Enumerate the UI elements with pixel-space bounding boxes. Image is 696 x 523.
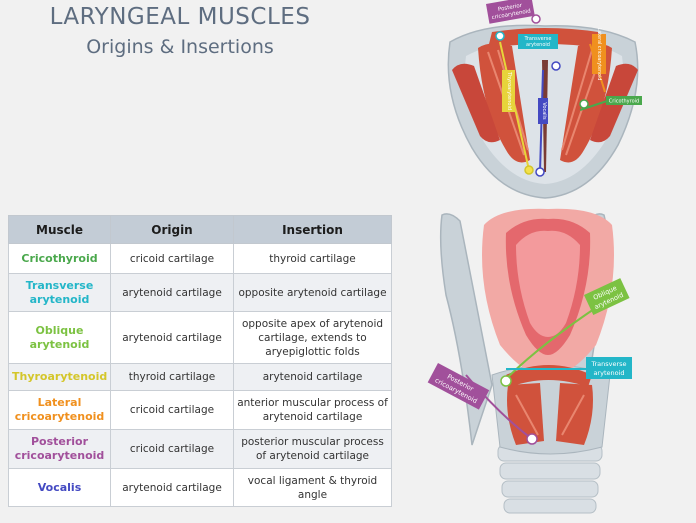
- page-subtitle: Origins & Insertions: [86, 36, 274, 58]
- column-header-origin: Origin: [110, 215, 234, 244]
- label-text: Transverse: [524, 36, 552, 42]
- label-box: [584, 278, 630, 315]
- marker-dot: [551, 61, 561, 71]
- label-text: Cricothyroid: [609, 99, 639, 105]
- label-text: Thyroarytenoid: [506, 71, 512, 110]
- column-header-muscle: Muscle: [8, 215, 111, 244]
- insertion-cell: vocal ligament & thyroid angle: [233, 468, 392, 507]
- muscle-name: Cricothyroid: [8, 243, 111, 274]
- marker-dot: [526, 433, 538, 445]
- label-text: arytenoid: [526, 42, 550, 48]
- origin-cell: cricoid cartilage: [110, 390, 234, 430]
- transverse-arytenoid-muscle: [506, 365, 592, 387]
- label-box: [518, 34, 558, 49]
- label-box: [592, 34, 606, 74]
- label-box: [502, 70, 515, 112]
- marker-dot: [531, 14, 541, 24]
- label-cricothyroid: Cricothyroid: [606, 96, 642, 105]
- tracheal-ring: [501, 480, 599, 498]
- tracheal-ring: [499, 462, 601, 480]
- origin-cell: cricoid cartilage: [110, 429, 234, 469]
- muscle-name: Posterior cricoarytenoid: [8, 429, 111, 469]
- epiglottis-inner: [516, 230, 580, 337]
- insertion-cell: posterior muscular process of arytenoid …: [233, 429, 392, 469]
- muscle-name: Transverse arytenoid: [8, 273, 111, 312]
- table-row: Oblique arytenoid arytenoid cartilage op…: [8, 311, 392, 364]
- larynx-posterior-view-diagram: Oblique arytenoid Transverse arytenoid P…: [427, 208, 632, 514]
- muscle-name: Lateral cricoarytenoid: [8, 390, 111, 430]
- label-box: [538, 98, 548, 124]
- label-vocalis: Vocalis: [538, 98, 548, 124]
- label-box: [606, 96, 642, 105]
- label-text: Transverse: [590, 360, 626, 368]
- table-row: Lateral cricoarytenoid cricoid cartilage…: [8, 390, 392, 430]
- label-box: [427, 363, 490, 410]
- muscle-fiber: [515, 394, 539, 436]
- label-transverse-arytenoid-bottom: Transverse arytenoid: [586, 357, 632, 379]
- tracheal-ring: [503, 498, 597, 514]
- table-row: Transverse arytenoid arytenoid cartilage…: [8, 273, 392, 312]
- table-row: Cricothyroid cricoid cartilage thyroid c…: [8, 243, 392, 274]
- label-box: [486, 0, 535, 24]
- insertion-cell: thyroid cartilage: [233, 243, 392, 274]
- marker-dot: [495, 31, 505, 41]
- label-thyroarytenoid: Thyroarytenoid: [502, 70, 515, 112]
- marker-dot: [535, 167, 545, 177]
- column-header-insertion: Insertion: [233, 215, 392, 244]
- larynx-superior-view-diagram: Posterior cricoarytenoid Transverse aryt…: [447, 0, 642, 199]
- label-text: Posterior: [498, 3, 524, 13]
- table-header-row: Muscle Origin Insertion: [8, 215, 392, 244]
- label-box: [586, 357, 632, 379]
- label-transverse-arytenoid: Transverse arytenoid: [518, 34, 558, 49]
- page-title: LARYNGEAL MUSCLES: [49, 4, 311, 30]
- origin-cell: arytenoid cartilage: [110, 273, 234, 312]
- label-lateral-cricoarytenoid: Lateral cricoarytenoid: [592, 28, 606, 81]
- insertion-cell: opposite arytenoid cartilage: [233, 273, 392, 312]
- muscles-table: Muscle Origin Insertion Cricothyroid cri…: [8, 215, 392, 507]
- muscle-fiber: [561, 49, 593, 151]
- oblique-leader-line: [505, 304, 601, 380]
- origin-cell: thyroid cartilage: [110, 363, 234, 391]
- table-row: Thyroarytenoid thyroid cartilage aryteno…: [8, 363, 392, 391]
- table-row: Posterior cricoarytenoid cricoid cartila…: [8, 429, 392, 469]
- insertion-cell: arytenoid cartilage: [233, 363, 392, 391]
- marker-dot: [579, 99, 589, 109]
- muscle-name: Vocalis: [8, 468, 111, 507]
- muscle-name: Thyroarytenoid: [8, 363, 111, 391]
- label-text: arytenoid: [593, 369, 624, 377]
- table-row: Vocalis arytenoid cartilage vocal ligame…: [8, 468, 392, 507]
- muscle-name: Oblique arytenoid: [8, 311, 111, 364]
- label-text: Lateral cricoarytenoid: [596, 28, 602, 81]
- insertion-cell: opposite apex of arytenoid cartilage, ex…: [233, 311, 392, 364]
- label-text: Vocalis: [541, 102, 547, 120]
- origin-cell: arytenoid cartilage: [110, 468, 234, 507]
- insertion-cell: anterior muscular process of arytenoid c…: [233, 390, 392, 430]
- marker-dot: [524, 165, 534, 175]
- origin-cell: arytenoid cartilage: [110, 311, 234, 364]
- muscle-fiber: [561, 394, 585, 436]
- left-cricothyroid-band: [452, 63, 500, 143]
- label-posterior-cricoarytenoid: Posterior cricoarytenoid: [486, 0, 535, 24]
- marker-dot: [500, 375, 512, 387]
- origin-cell: cricoid cartilage: [110, 243, 234, 274]
